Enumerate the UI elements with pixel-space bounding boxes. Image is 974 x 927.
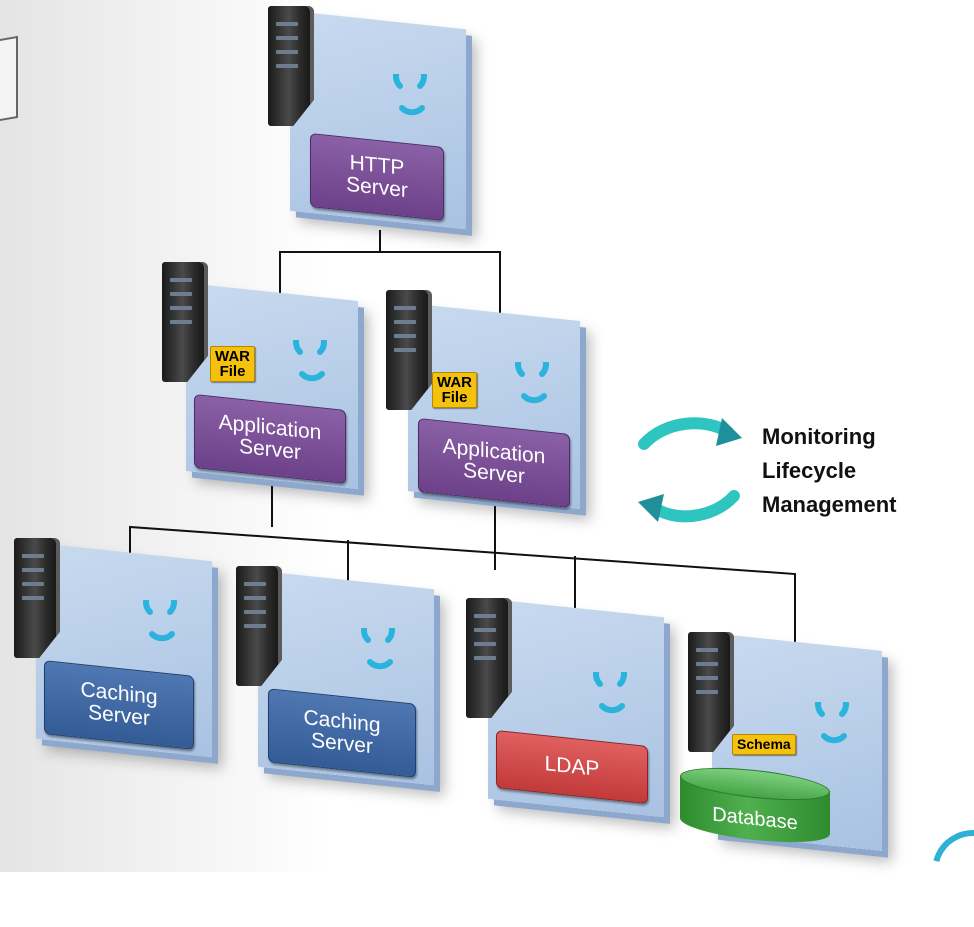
legend-line-management: Management xyxy=(762,492,897,517)
http-to-app1-line xyxy=(279,230,381,305)
caching-server-1-tower-icon xyxy=(14,538,60,658)
legend-arrows-icon xyxy=(638,417,742,523)
legend-text: Monitoring Lifecycle Management xyxy=(762,420,896,522)
caching-server-2-label: Caching Server xyxy=(268,688,416,778)
war-tag-1-line2: File xyxy=(219,363,246,380)
http-label-line2: Server xyxy=(346,172,408,203)
cache1-label-line2: Server xyxy=(88,700,150,731)
war-tag-2-line2: File xyxy=(441,389,468,406)
app-server-1-tower-icon xyxy=(162,262,208,382)
war-tag-2-line1: WAR xyxy=(437,374,472,391)
app-server-2-tower-icon xyxy=(386,290,432,410)
cache2-label-line2: Server xyxy=(311,728,373,759)
schema-tag-text: Schema xyxy=(737,736,791,752)
war-file-tag-1: WAR File xyxy=(210,346,255,382)
schema-tag: Schema xyxy=(732,734,796,755)
app1-label-line2: Server xyxy=(239,434,301,465)
database-cycle-icon xyxy=(815,702,849,744)
legend-line-lifecycle: Lifecycle xyxy=(762,458,857,483)
ldap-label-text: LDAP xyxy=(544,752,600,781)
ldap-tower-icon xyxy=(466,598,512,718)
app-server-2-label: Application Server xyxy=(418,418,570,508)
http-cycle-icon xyxy=(393,74,427,116)
cache2-cycle-icon xyxy=(361,628,395,670)
app1-cycle-icon xyxy=(293,340,327,382)
database-tower-icon xyxy=(688,632,734,752)
war-file-tag-2: WAR File xyxy=(432,372,477,408)
http-to-app2-line xyxy=(380,251,501,325)
caching-server-2-tower-icon xyxy=(236,566,282,686)
http-server-tower-icon xyxy=(268,6,314,126)
bus-line xyxy=(129,525,796,670)
app-server-1-label: Application Server xyxy=(194,394,346,484)
app2-cycle-icon xyxy=(515,362,549,404)
war-tag-1-line1: WAR xyxy=(215,348,250,365)
caching-server-1-label: Caching Server xyxy=(44,660,194,750)
cache1-cycle-icon xyxy=(143,600,177,642)
http-server-label: HTTP Server xyxy=(310,132,444,222)
legend-line-monitoring: Monitoring xyxy=(762,424,876,449)
ldap-cycle-icon xyxy=(593,672,627,714)
app2-label-line2: Server xyxy=(463,458,525,489)
